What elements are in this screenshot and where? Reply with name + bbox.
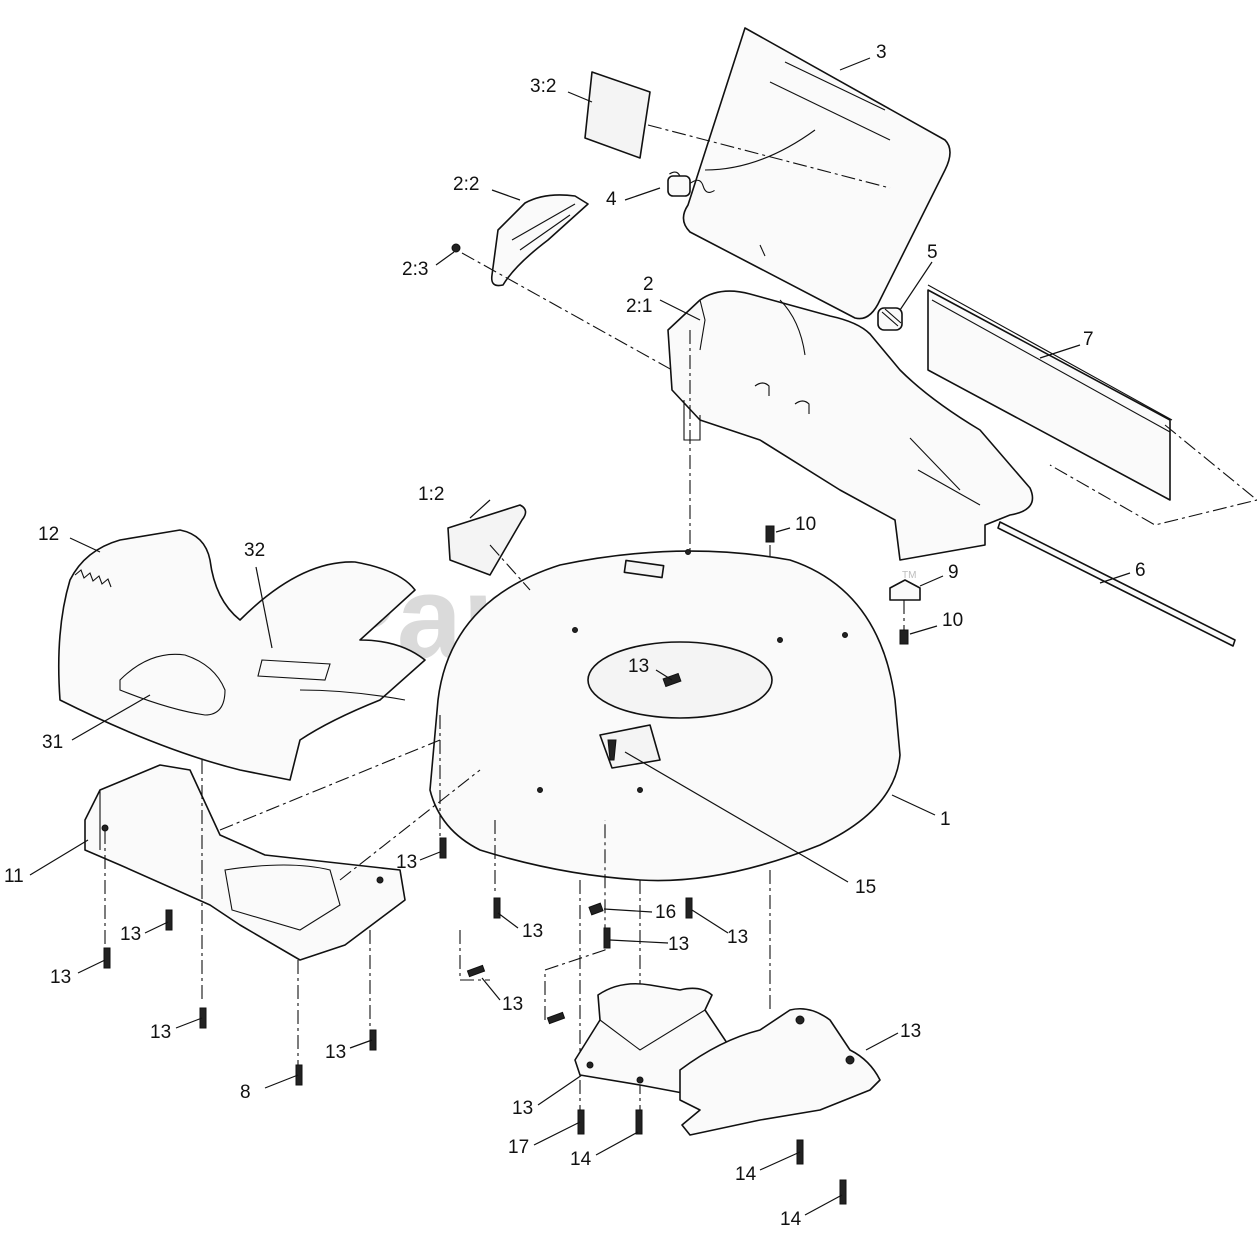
part-nut[interactable]	[588, 902, 604, 916]
part-spring-left[interactable]	[667, 170, 716, 197]
callout-13-lower-middle: 13	[502, 994, 523, 1015]
callout-13-deck-center: 13	[668, 934, 689, 955]
callout-10-upper: 10	[795, 514, 816, 535]
part-small-screw[interactable]	[451, 243, 461, 253]
callout-3-2: 3:2	[530, 76, 556, 97]
part-screw-10-upper[interactable]	[765, 525, 775, 543]
callout-11: 11	[4, 866, 24, 887]
callout-31: 31	[42, 732, 63, 753]
part-rear-bracket[interactable]	[667, 290, 1034, 561]
part-flap-decal[interactable]	[584, 71, 651, 159]
part-front-frame[interactable]	[84, 764, 406, 961]
part-deck-decal[interactable]	[447, 504, 527, 576]
callout-13-deck-right: 13	[727, 927, 748, 948]
callout-2-2: 2:2	[453, 174, 479, 195]
part-side-cover[interactable]	[679, 1007, 881, 1136]
assembly-line-deck-decal	[489, 544, 531, 591]
assembly-line-frame-f	[459, 930, 490, 981]
callout-5: 5	[927, 242, 938, 263]
callout-14-bottom: 14	[780, 1209, 802, 1230]
callout-14-right: 14	[735, 1164, 757, 1185]
part-spring-right[interactable]	[877, 307, 903, 331]
part-bracket-plate[interactable]	[490, 194, 589, 287]
part-rear-panel[interactable]	[927, 284, 1173, 501]
callout-13-frame-far-left: 13	[50, 967, 71, 988]
callout-1-2: 1:2	[418, 484, 444, 505]
assembly-line-frame-m	[339, 769, 481, 881]
part-deck[interactable]	[429, 549, 901, 882]
part-screw-10-lower[interactable]	[899, 629, 909, 645]
assembly-line-decal	[647, 124, 891, 189]
callout-13-frame-bottom: 13	[150, 1022, 171, 1043]
part-deck-plug[interactable]	[607, 739, 617, 761]
callout-2-3: 2:3	[402, 259, 428, 280]
callout-13-frame-left: 13	[120, 924, 141, 945]
callout-9: 9	[948, 562, 959, 583]
callout-6: 6	[1135, 560, 1146, 581]
callout-13-frame-top: 13	[396, 852, 417, 873]
callout-3: 3	[876, 42, 887, 63]
assembly-line-panel	[1049, 424, 1257, 526]
part-front-cover[interactable]	[57, 529, 426, 781]
part-rod[interactable]	[997, 521, 1236, 647]
callout-1: 1	[940, 809, 951, 830]
leader-lines	[29, 57, 1131, 1216]
callout-2-1: 2:1	[626, 296, 652, 317]
callout-4: 4	[606, 189, 617, 210]
assembly-line-frame-l	[219, 739, 441, 831]
callout-13-frame-right: 13	[325, 1042, 346, 1063]
callout-17: 13	[512, 1098, 533, 1119]
callout-14-left: 17	[508, 1137, 529, 1158]
callout-12: 12	[38, 524, 59, 545]
assembly-line-screw	[461, 252, 691, 381]
bolt-group-13[interactable]	[103, 837, 693, 1086]
callout-13-deck-left: 13	[522, 921, 543, 942]
callout-8: 13	[900, 1021, 921, 1042]
watermark-trademark: TM	[902, 570, 916, 581]
callout-labels: 3 3:2 2:2 4 2:3 2 2:1 5 7 1:2 10 12 32 9…	[4, 42, 1146, 1230]
callout-15: 15	[855, 877, 876, 898]
callout-13-center: 13	[628, 656, 649, 677]
callout-2: 2	[643, 274, 654, 295]
callout-7: 7	[1083, 329, 1094, 350]
callout-10-lower: 10	[942, 610, 963, 631]
callout-16: 16	[655, 902, 676, 923]
part-latch-plate[interactable]	[889, 579, 921, 601]
callout-14-center: 14	[570, 1149, 592, 1170]
part-rear-flap[interactable]	[682, 27, 951, 320]
assembly-line-frame-h	[544, 820, 606, 1020]
callout-32: 32	[244, 540, 265, 561]
callout-13-frame-lowest: 8	[240, 1082, 251, 1103]
